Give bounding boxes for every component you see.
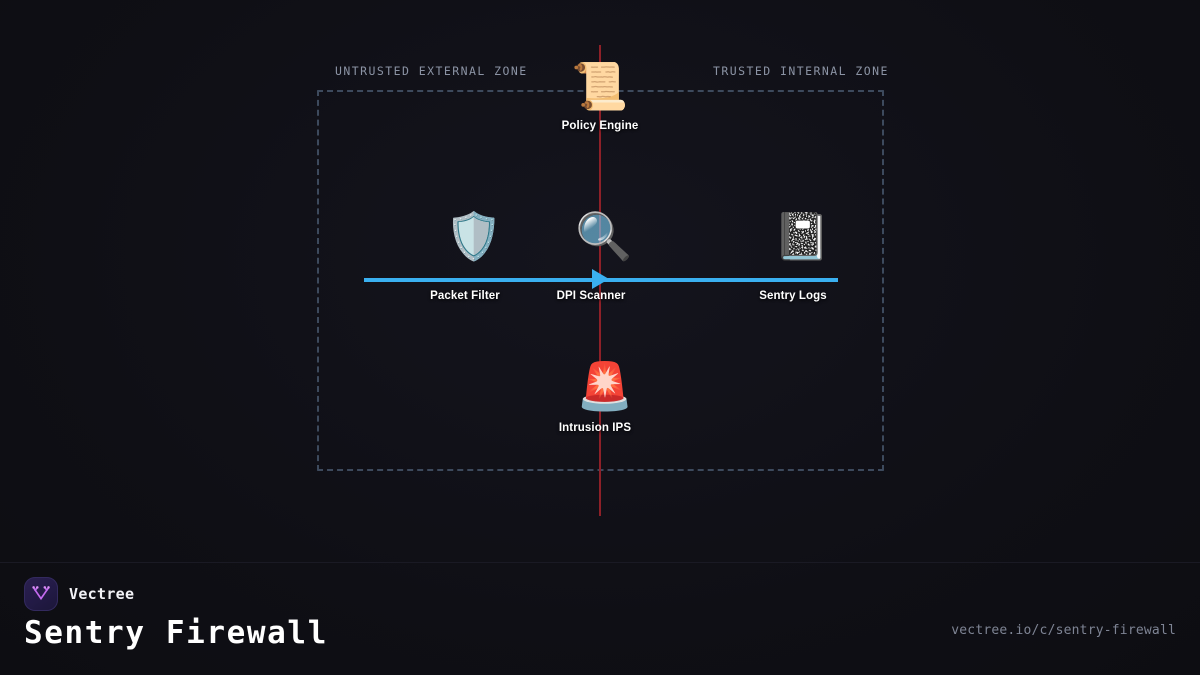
vectree-logo-icon xyxy=(24,577,58,611)
magnifier-icon: 🔍 xyxy=(575,209,633,263)
diagram-stage: UNTRUSTED EXTERNAL ZONE TRUSTED INTERNAL… xyxy=(317,45,889,516)
node-sentry-logs[interactable]: 📓 Sentry Logs xyxy=(717,208,887,302)
node-packet-filter[interactable]: 🛡️ Packet Filter xyxy=(389,208,559,302)
zone-label-untrusted: UNTRUSTED EXTERNAL ZONE xyxy=(335,64,528,78)
node-label-sentry-logs: Sentry Logs xyxy=(759,290,827,302)
node-label-packet-filter: Packet Filter xyxy=(430,290,500,302)
shield-icon: 🛡️ xyxy=(445,209,503,263)
scroll-icon: 📜 xyxy=(571,59,629,113)
node-label-intrusion-ips: Intrusion IPS xyxy=(558,422,632,434)
node-policy-engine[interactable]: 📜 Policy Engine xyxy=(515,58,685,132)
siren-icon: 🚨 xyxy=(576,359,634,413)
page-footer: Vectree Sentry Firewall vectree.io/c/sen… xyxy=(0,562,1200,675)
flow-arrow-icon xyxy=(592,269,609,289)
zone-label-trusted: TRUSTED INTERNAL ZONE xyxy=(713,64,889,78)
page-title: Sentry Firewall xyxy=(24,615,328,651)
brand-row[interactable]: Vectree xyxy=(24,577,134,611)
notebook-icon: 📓 xyxy=(773,209,831,263)
node-dpi-scanner[interactable]: 🔍 DPI Scanner xyxy=(519,208,689,302)
node-label-policy-engine: Policy Engine xyxy=(561,120,639,132)
page-url: vectree.io/c/sentry-firewall xyxy=(951,623,1176,638)
node-label-dpi-scanner: DPI Scanner xyxy=(556,290,626,302)
brand-name: Vectree xyxy=(69,585,135,603)
node-intrusion-ips[interactable]: 🚨 Intrusion IPS xyxy=(520,358,690,434)
